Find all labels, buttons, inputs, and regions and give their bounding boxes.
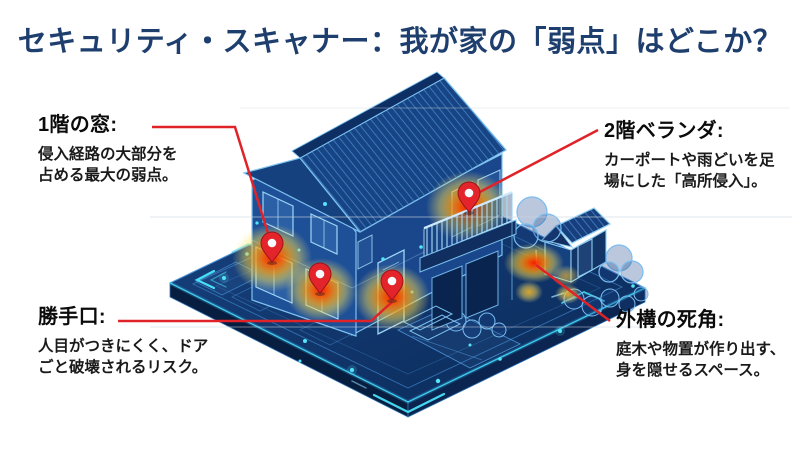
callout-second-floor-balcony: 2階ベランダ: カーポートや雨どいを足 場にした「高所侵入」。 — [604, 114, 775, 192]
location-pin-icon — [308, 262, 332, 296]
patio-door — [465, 250, 499, 319]
callout-back-door: 勝手口: 人目がつきにくく、ドア ごと破壊されるリスク。 — [38, 300, 208, 378]
heatmap-blob-blindspot — [504, 243, 564, 283]
glow-dots — [219, 252, 635, 384]
callout-body: 侵入経路の大部分を 占める最大の弱点。 — [38, 146, 178, 184]
balcony — [419, 191, 517, 331]
leader-lines — [118, 125, 611, 323]
callout-heading: 1階の窓: — [38, 114, 118, 136]
leader-line-blind-spot — [535, 264, 611, 322]
callout-body: 人目がつきにくく、ドア ごと破壊されるリスク。 — [38, 338, 209, 376]
location-pin-icon — [380, 269, 404, 303]
location-pin-icon — [260, 231, 284, 265]
bush-row — [445, 310, 507, 339]
leader-line-balcony — [475, 128, 599, 196]
heatmap-blob-small — [555, 284, 581, 304]
shed-door — [577, 238, 593, 278]
page-title: セキュリティ・スキャナー：我が家の「弱点」はどこか？ — [17, 26, 783, 58]
heatmap-blob-small — [552, 265, 580, 287]
heatmap-blob-small — [515, 281, 543, 303]
house-roof — [291, 71, 508, 233]
callout-body: カーポートや雨どいを足 場にした「高所侵入」。 — [604, 152, 775, 190]
balcony-slab — [419, 219, 517, 273]
tree — [598, 244, 644, 284]
location-pin-icon — [457, 181, 481, 215]
callout-heading: 外構の死角: — [616, 309, 725, 331]
callout-first-floor-window: 1階の窓: 侵入経路の大部分を 占める最大の弱点。 — [38, 108, 178, 186]
window — [357, 234, 373, 270]
callout-body: 庭木や物置が作り出す、 身を隠せるスペース。 — [616, 341, 786, 379]
callout-heading: 勝手口: — [38, 306, 106, 328]
driveway — [396, 307, 522, 369]
tree — [513, 196, 562, 269]
trees-and-bushes — [445, 196, 649, 339]
callout-exterior-blind-spot: 外構の死角: 庭木や物置が作り出す、 身を隠せるスペース。 — [616, 303, 785, 381]
leader-line-back-door — [118, 301, 393, 323]
scan-lines — [150, 107, 792, 328]
patio-door — [431, 265, 463, 331]
callout-heading: 2階ベランダ: — [604, 120, 724, 142]
location-pins — [260, 181, 481, 303]
leader-line-first-floor-window — [152, 125, 274, 247]
